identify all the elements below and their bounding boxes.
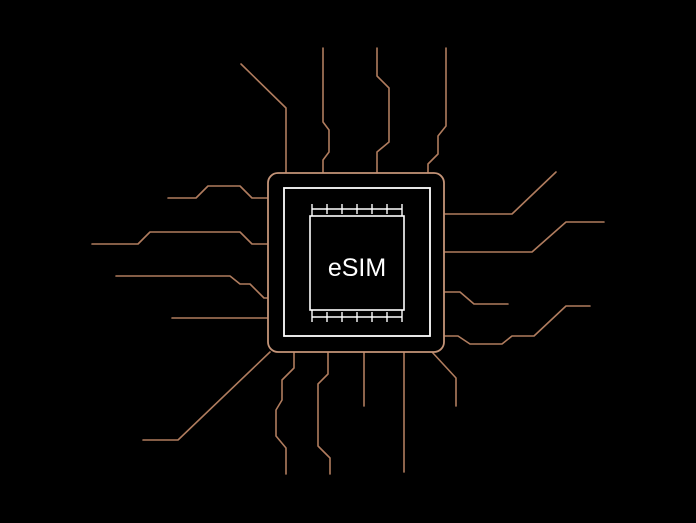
circuit-trace-icon (115, 275, 269, 299)
sim-card-bottom-pins (311, 310, 403, 322)
circuit-trace-icon (443, 171, 557, 215)
chip-package (267, 172, 445, 353)
chip-inner-frame (283, 187, 431, 337)
circuit-traces (91, 47, 605, 475)
sim-card-top-pins (311, 204, 403, 216)
sim-card-body (309, 215, 405, 311)
chip-label: eSIM (328, 254, 386, 282)
circuit-trace-icon (443, 305, 591, 345)
microchip-icon (267, 172, 445, 353)
circuit-trace-icon (443, 221, 605, 253)
circuit-trace-icon (431, 351, 457, 407)
circuit-trace-icon (443, 291, 509, 305)
circuit-trace-icon (240, 63, 287, 175)
circuit-trace-icon (167, 185, 269, 199)
circuit-trace-icon (317, 351, 331, 475)
circuit-trace-icon (142, 351, 271, 441)
circuit-trace-icon (427, 47, 447, 175)
circuit-trace-icon (91, 231, 269, 245)
sim-card-icon: eSIM (309, 204, 405, 322)
circuit-trace-icon (376, 47, 390, 175)
circuit-trace-icon (275, 351, 295, 475)
circuit-trace-icon (322, 47, 330, 175)
